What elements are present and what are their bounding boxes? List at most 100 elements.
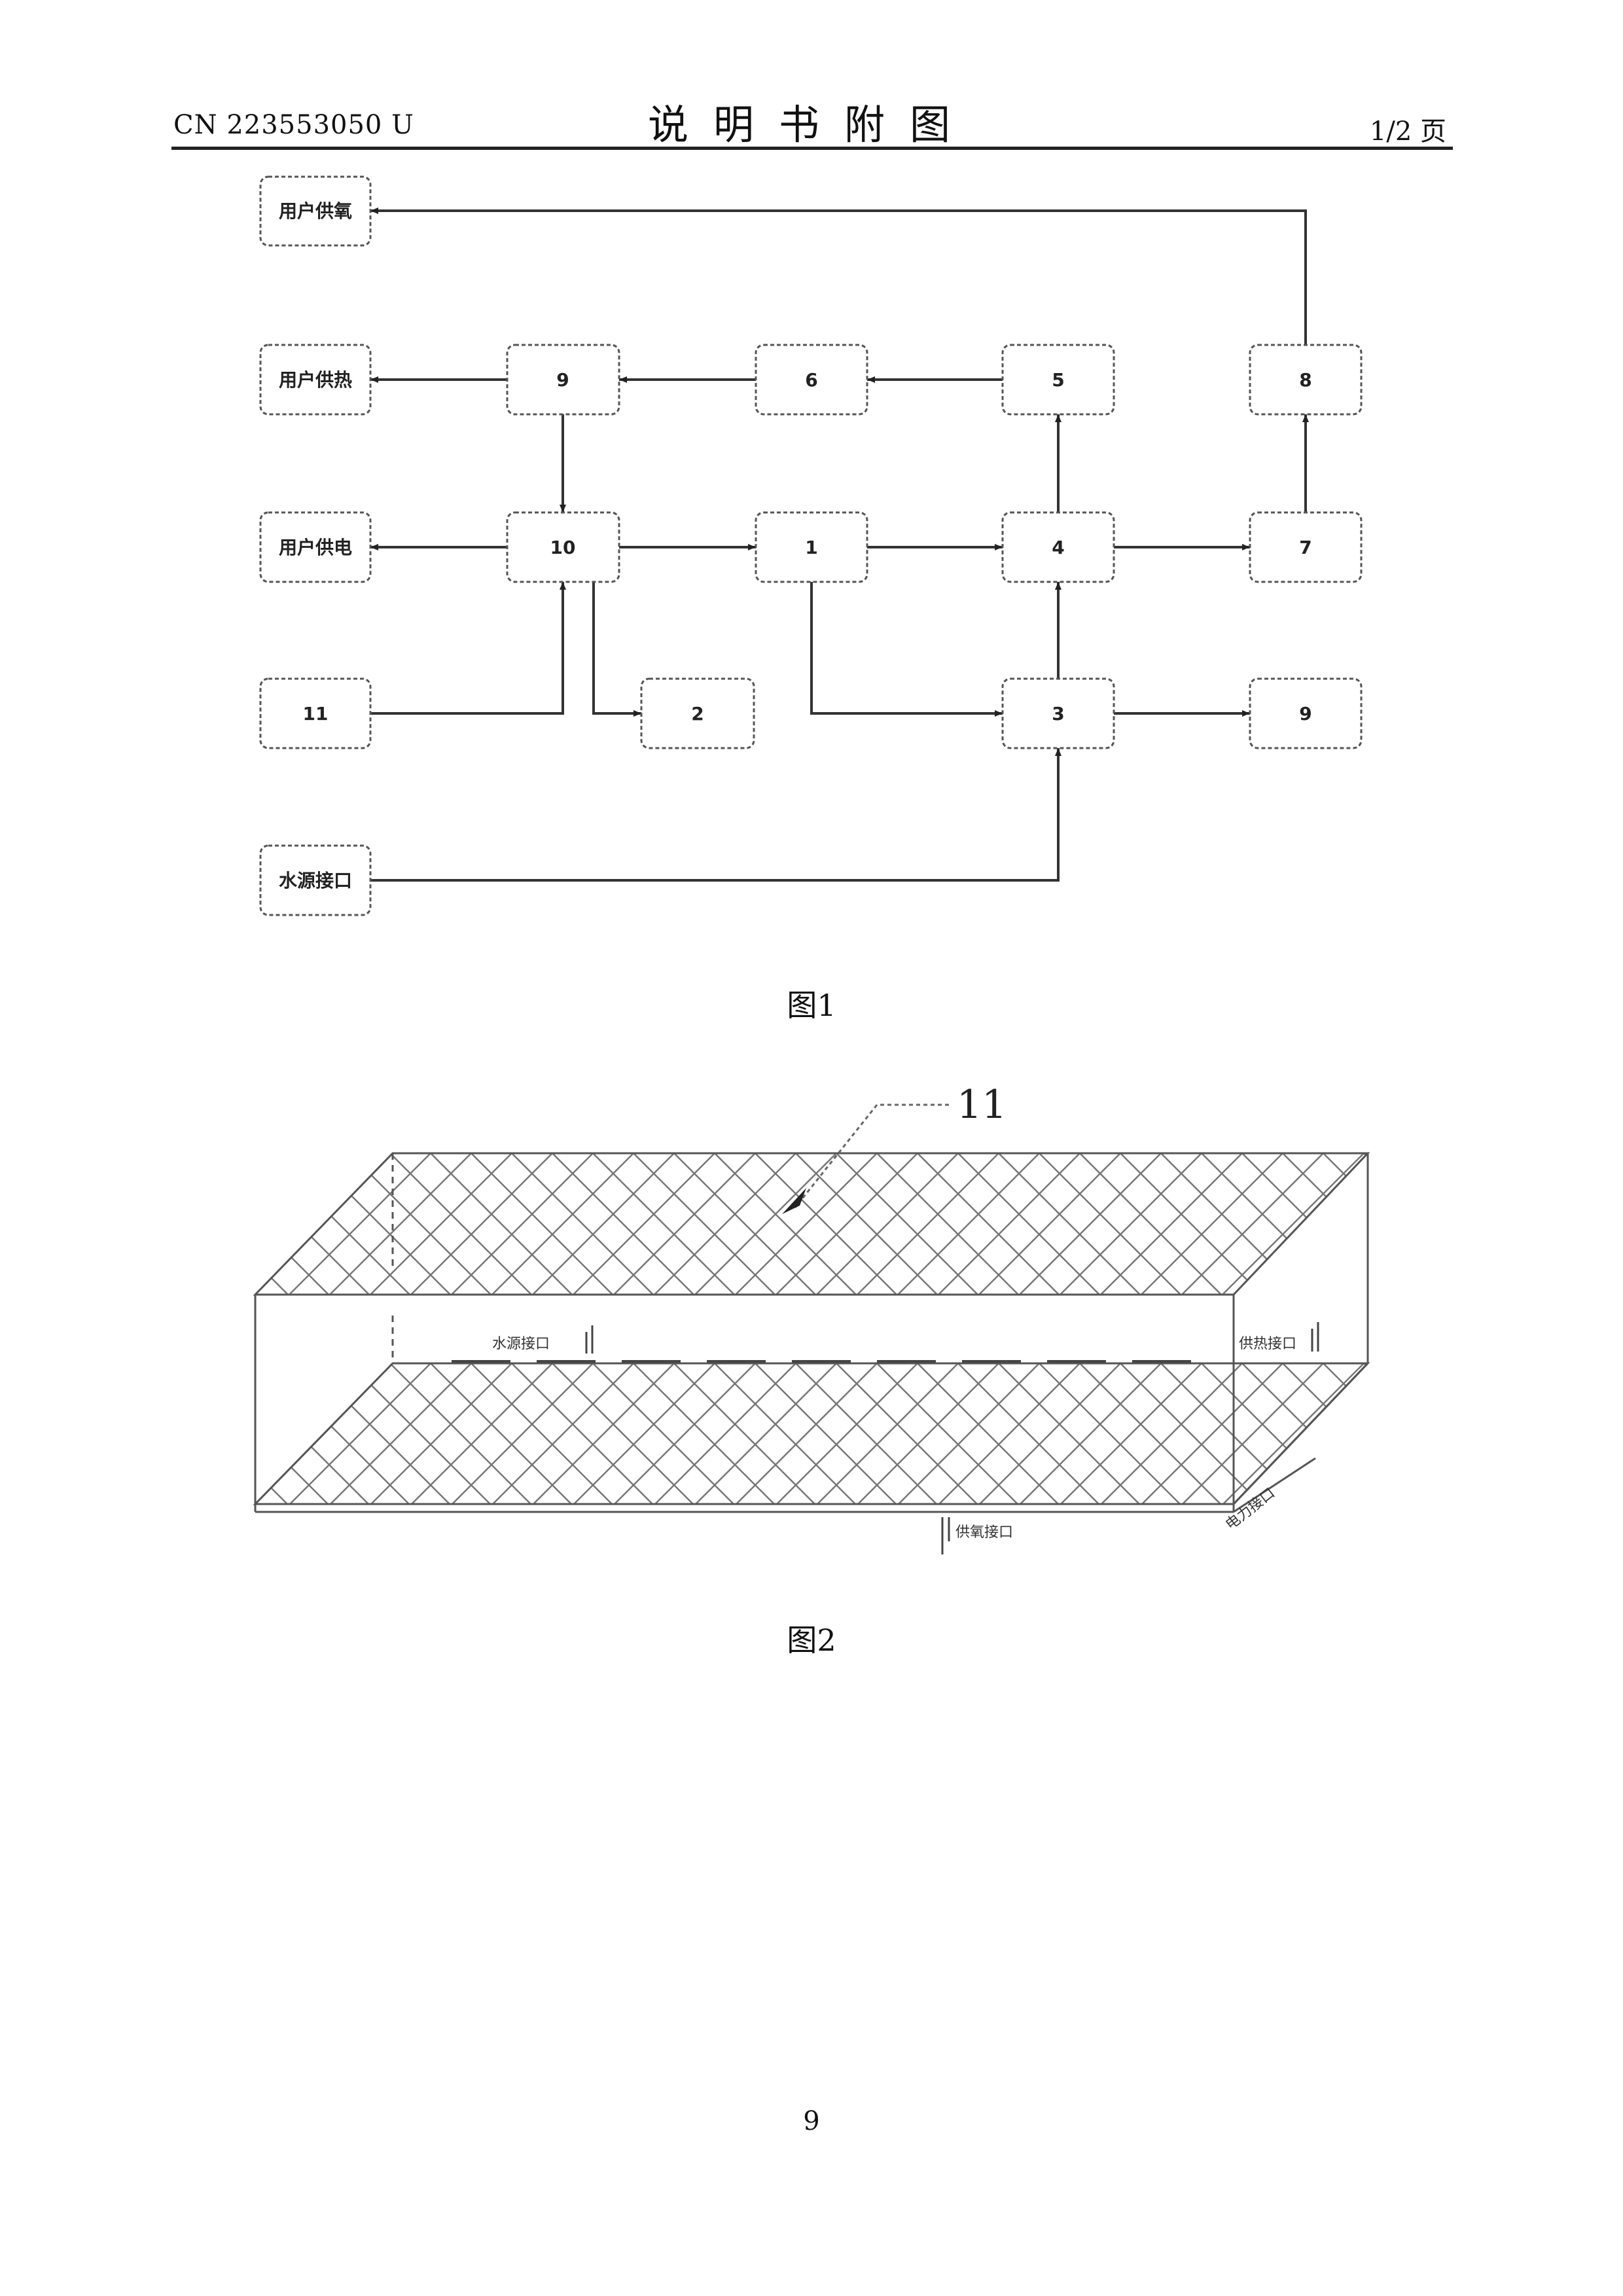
hatch-line — [533, 1153, 674, 1295]
hatch-line — [147, 1153, 288, 1295]
hatch-line — [0, 1153, 65, 1295]
svg-text:水源接口: 水源接口 — [492, 1336, 550, 1352]
hatch-line — [1385, 1363, 1526, 1504]
box-2: 2 — [641, 679, 754, 748]
hatch-line — [309, 1363, 450, 1504]
hatch-line — [1020, 1153, 1161, 1295]
hatch-line — [1385, 1153, 1526, 1295]
hatch-line — [1345, 1363, 1486, 1504]
svg-text:7: 7 — [1299, 537, 1311, 558]
svg-text:用户供氧: 用户供氧 — [279, 200, 352, 222]
hatch-line — [1120, 1153, 1262, 1295]
hatch-line — [1039, 1363, 1180, 1504]
hatch-line — [715, 1363, 855, 1504]
hatch-line — [371, 1363, 512, 1504]
hatch-line — [1242, 1153, 1383, 1295]
hatch-line — [452, 1363, 593, 1504]
svg-text:11: 11 — [303, 703, 329, 725]
hatch-line — [1304, 1153, 1445, 1295]
hatch-line — [980, 1363, 1120, 1504]
hatch-line — [128, 1363, 268, 1504]
hatch-line — [1304, 1363, 1445, 1504]
hatch-line — [1364, 1153, 1505, 1295]
svg-text:4: 4 — [1052, 537, 1064, 558]
hatch-line — [573, 1153, 715, 1295]
hatch-line — [1202, 1153, 1343, 1295]
hatch-line — [1142, 1363, 1283, 1504]
hatch-line — [512, 1153, 653, 1295]
box-10: 10 — [507, 512, 619, 582]
svg-text:3: 3 — [1052, 703, 1064, 725]
callout-leader — [795, 1105, 949, 1208]
hatch-line — [918, 1153, 1059, 1295]
hatch-line — [268, 1153, 410, 1295]
hatch-line — [1404, 1153, 1546, 1295]
hatch-line — [615, 1363, 755, 1504]
hatch-line — [1323, 1363, 1464, 1504]
hatch-line — [106, 1363, 247, 1504]
box-1: 1 — [756, 512, 867, 582]
hatch-line — [1567, 1363, 1623, 1504]
bottom-face-outline — [255, 1363, 1368, 1504]
hatch-line — [1323, 1153, 1465, 1295]
svg-text:8: 8 — [1299, 369, 1311, 391]
hatch-line — [1161, 1363, 1302, 1504]
hatch-line — [0, 1363, 65, 1504]
hatch-line — [1364, 1363, 1505, 1504]
hatch-line — [1101, 1153, 1242, 1295]
hatch-line — [1445, 1363, 1586, 1504]
box-4: 4 — [1003, 512, 1114, 582]
figure-1-diagram: 用户供氧 用户供热 9 6 5 8 用户供电 10 — [260, 177, 1361, 915]
hatch-line — [412, 1363, 552, 1504]
hatch-line — [755, 1153, 897, 1295]
box-11: 11 — [260, 679, 370, 748]
svg-text:供热接口: 供热接口 — [1239, 1336, 1296, 1352]
hatch-line — [492, 1153, 633, 1295]
hatch-line — [65, 1153, 207, 1295]
hatch-line — [330, 1363, 471, 1504]
hatch-line — [836, 1363, 977, 1504]
hatch-line — [1242, 1363, 1383, 1504]
hatch-line — [268, 1363, 409, 1504]
svg-text:9: 9 — [1299, 703, 1311, 725]
hatch-line — [187, 1363, 328, 1504]
hatch-line — [1283, 1363, 1423, 1504]
hatch-line — [411, 1153, 552, 1295]
hatch-line — [471, 1153, 613, 1295]
hatch-line — [999, 1363, 1139, 1504]
hatch-line — [1020, 1363, 1161, 1504]
hatch-line — [290, 1363, 431, 1504]
hatch-line — [655, 1363, 796, 1504]
svg-text:电力接口: 电力接口 — [1222, 1485, 1278, 1534]
hatch-line — [390, 1153, 531, 1295]
box-7: 7 — [1250, 512, 1361, 582]
hatch-line — [452, 1153, 593, 1295]
hatch-line — [1060, 1153, 1202, 1295]
hatch-line — [512, 1363, 652, 1504]
hatch-line — [431, 1153, 572, 1295]
hatch-line — [776, 1153, 918, 1295]
hatch-line — [228, 1153, 369, 1295]
svg-text:水源接口: 水源接口 — [279, 870, 352, 891]
top-grid-panel — [0, 1153, 1623, 1295]
box-user-heat: 用户供热 — [260, 345, 370, 414]
svg-text:用户供电: 用户供电 — [279, 537, 352, 558]
connector-water-to-3 — [370, 748, 1058, 880]
hatch-line — [1120, 1363, 1261, 1504]
hatch-line — [87, 1363, 228, 1504]
hatch-line — [1202, 1363, 1342, 1504]
figure-2-caption: 图2 — [0, 1617, 1623, 1660]
box-user-power: 用户供电 — [260, 512, 370, 582]
hatch-line — [899, 1363, 1039, 1504]
hatch-line — [65, 1363, 206, 1504]
hatch-line — [836, 1153, 978, 1295]
label-oxygen-port: 供氧接口 — [942, 1517, 1013, 1554]
hatch-line — [1080, 1153, 1221, 1295]
hatch-line — [1486, 1363, 1623, 1504]
hatch-line — [715, 1153, 856, 1295]
label-water-port: 水源接口 — [492, 1325, 592, 1354]
hatch-line — [309, 1153, 450, 1295]
hatch-line — [1222, 1153, 1364, 1295]
hatch-line — [958, 1153, 1099, 1295]
hatch-line — [106, 1153, 247, 1295]
